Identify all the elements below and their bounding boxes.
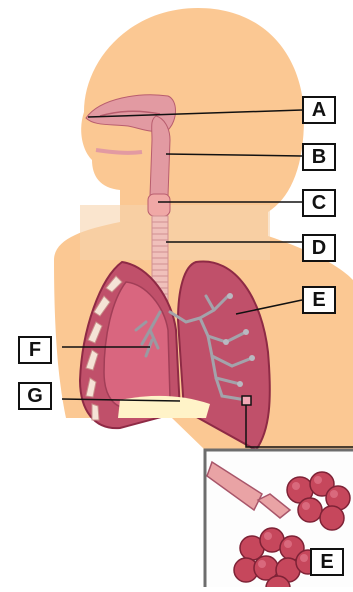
label-a: A [302,96,336,124]
pharynx [150,116,170,196]
alveoli-marker [242,396,251,405]
label-c: C [302,189,336,217]
label-d: D [302,234,336,262]
label-g: G [18,382,52,410]
larynx [148,194,170,216]
label-inset-e: E [310,548,344,576]
chest-shading [80,205,270,260]
label-f: F [18,336,52,364]
label-e: E [302,286,336,314]
label-b: B [302,143,336,171]
